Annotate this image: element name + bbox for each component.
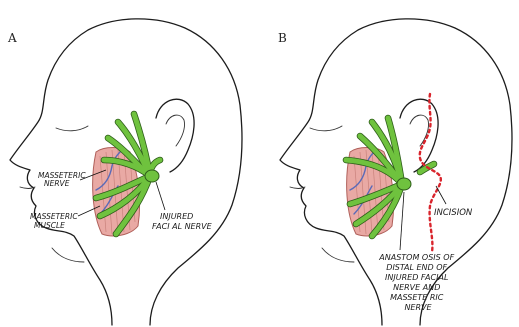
panel-b-leader-incision — [436, 186, 446, 204]
panel-b-label-anastomosis: ANASTOM OSIS OF DISTAL END OF INJURED FA… — [378, 253, 456, 312]
panel-b-letter: B — [278, 31, 287, 45]
panel-a-ear-inner — [166, 115, 185, 146]
panel-a-label-injured-facial-nerve: INJURED FACI AL NERVE — [152, 212, 213, 231]
panel-a-label-masseteric-nerve: MASSETERIC NERVE — [38, 171, 88, 188]
panel-b-label-incision: INCISION — [434, 208, 473, 218]
panel-b-jaw — [322, 248, 354, 262]
panel-a-label-masseteric-muscle: MASSETERIC MUSCLE — [30, 212, 80, 230]
panel-b: B — [278, 19, 512, 325]
panel-a-letter: A — [7, 31, 17, 45]
panel-a-eye — [56, 126, 88, 131]
panel-a-jaw — [52, 248, 84, 262]
panel-b-ear — [400, 99, 438, 172]
panel-b-eye — [310, 126, 342, 131]
panel-a-leader-injured — [156, 182, 165, 210]
panel-a: A — [7, 19, 242, 325]
panel-b-leader-anastomosis — [400, 192, 404, 250]
